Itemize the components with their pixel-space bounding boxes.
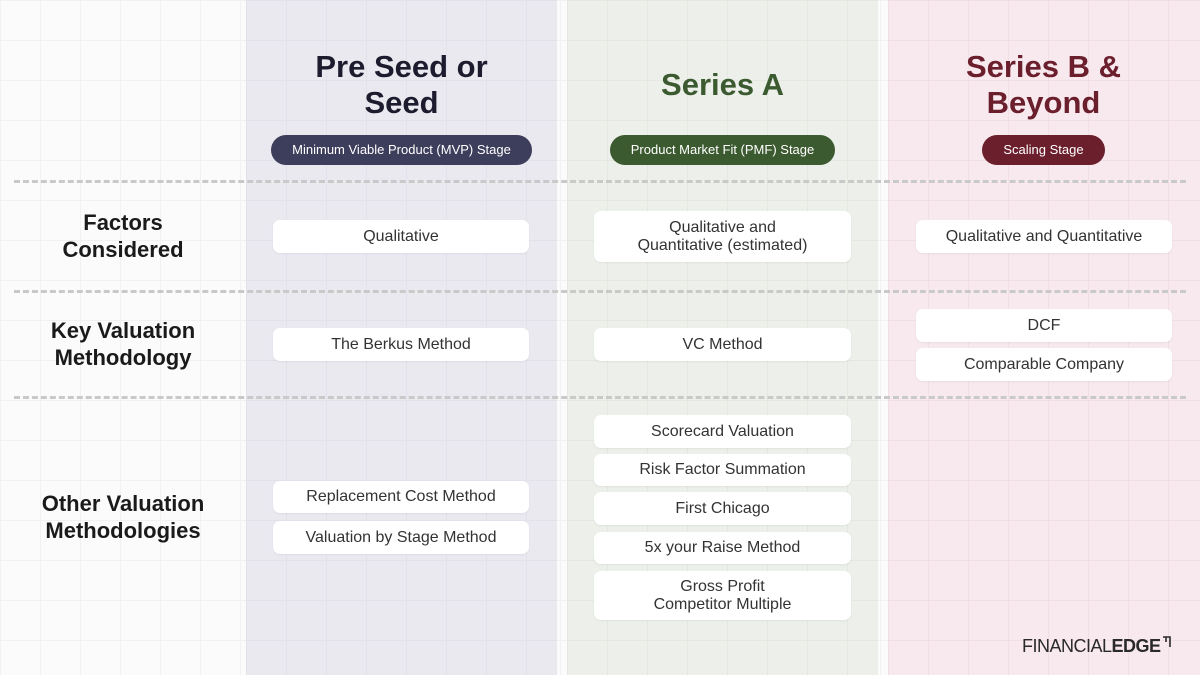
row-label-key-methodology: Key Valuation Methodology: [50, 318, 196, 370]
key-method-dcf-box: DCF: [916, 309, 1172, 342]
other-series-a-item: Risk Factor Summation: [594, 454, 851, 486]
row-divider: [14, 180, 1186, 183]
stage-title-seed: Pre Seed or Seed: [315, 49, 488, 120]
logo-bracket-icon: [1162, 636, 1171, 647]
other-seed-item: Valuation by Stage Method: [273, 521, 529, 554]
stage-pill-pmf: Product Market Fit (PMF) Stage: [610, 135, 835, 165]
row-label-other-methodologies: Other Valuation Methodologies: [41, 491, 205, 543]
factors-series-a-box: Qualitative and Quantitative (estimated): [594, 211, 851, 262]
factors-series-b-box: Qualitative and Quantitative: [916, 220, 1172, 253]
other-seed-item: Replacement Cost Method: [273, 481, 529, 513]
key-method-seed-box: The Berkus Method: [273, 328, 529, 361]
key-method-series-a-box: VC Method: [594, 328, 851, 361]
row-divider: [14, 290, 1186, 293]
other-series-a-item: Gross Profit Competitor Multiple: [594, 571, 851, 620]
stage-title-series-a: Series A: [661, 67, 784, 102]
logo-text-financial: FINANCIAL: [1022, 635, 1112, 656]
other-series-a-item: Scorecard Valuation: [594, 415, 851, 448]
other-series-a-item: 5x your Raise Method: [594, 532, 851, 564]
row-label-factors: Factors Considered: [62, 210, 184, 262]
stage-title-series-b: Series B & Beyond: [965, 49, 1122, 120]
stage-pill-scaling: Scaling Stage: [982, 135, 1105, 165]
other-series-a-item: First Chicago: [594, 492, 851, 525]
factors-seed-box: Qualitative: [273, 220, 529, 253]
row-divider: [14, 396, 1186, 399]
financial-edge-logo: FINANCIAL EDGE: [1022, 634, 1171, 658]
stage-pill-mvp: Minimum Viable Product (MVP) Stage: [271, 135, 532, 165]
key-method-comparable-box: Comparable Company: [916, 348, 1172, 381]
logo-text-edge: EDGE: [1111, 635, 1162, 656]
